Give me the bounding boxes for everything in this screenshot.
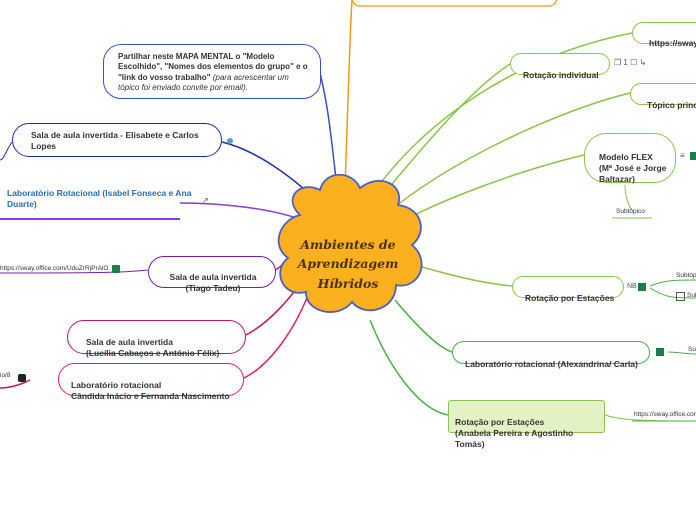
connector-rot-est2	[369, 319, 449, 416]
branch-sala3-text: Sala de aula invertida (Lucília Cabaços …	[86, 337, 220, 359]
branch-lab1[interactable]: Laboratório Rotacional (Isabel Fonseca e…	[7, 188, 197, 218]
branch-topico-text: Tópico princip	[647, 100, 696, 111]
stub-lab3	[667, 351, 696, 355]
connector-rot-est	[414, 264, 513, 287]
bullet-icon	[227, 138, 233, 144]
branch-flex-text: Modelo FLEX (Mª José e Jorge Baltazar)	[599, 152, 667, 185]
branch-lab3[interactable]: Laboratório rotacional (Alexandrina/ Car…	[452, 341, 650, 369]
center-cloud	[277, 173, 423, 313]
stub-lab2	[0, 379, 31, 389]
onenote-icon	[638, 283, 646, 291]
rot-est2-link[interactable]: https://sway.office.com	[634, 411, 696, 418]
connector-lab3	[394, 299, 453, 353]
connector-topico	[384, 92, 631, 216]
checkbox-icon[interactable]	[676, 292, 685, 301]
stub-flex	[624, 184, 633, 211]
connector-lab2	[243, 289, 311, 379]
branch-sway-top[interactable]: https://sway	[632, 22, 696, 48]
rot-est-child-1[interactable]: Subtóp	[676, 272, 696, 279]
sway-icon-2	[690, 152, 696, 160]
connector-top	[344, 0, 353, 191]
branch-sala2-link[interactable]: https://sway.office.com/UduZrRjPrAlOp4xU	[0, 265, 108, 272]
branch-lab2-link[interactable]: io/8	[0, 372, 11, 379]
comment-count-icons[interactable]: ❐ 1 ☐ ↳	[614, 58, 647, 67]
sway-icon	[112, 265, 120, 273]
branch-lab2-text: Laboratório rotacional Cândida Inácio e …	[71, 380, 230, 402]
branch-partilhar-text: Partilhar neste MAPA MENTAL o "Modelo Es…	[118, 52, 308, 82]
branch-lab3-text: Laboratório rotacional (Alexandrina/ Car…	[465, 359, 638, 370]
branch-sala2-text: Sala de aula invertida (Tiago Tadeu)	[169, 272, 257, 294]
branch-lab2[interactable]: Laboratório rotacional Cândida Inácio e …	[58, 363, 244, 401]
lab3-child[interactable]: Su	[688, 346, 696, 353]
branch-flex[interactable]: Modelo FLEX (Mª José e Jorge Baltazar)	[584, 133, 676, 185]
branch-topico[interactable]: Tópico princip	[630, 83, 696, 110]
app-icon	[18, 374, 26, 382]
branch-rot-ind-text: Rotação individual	[523, 70, 599, 81]
branch-rot-est[interactable]: Rotação por Estações	[512, 276, 624, 303]
branch-rot-est-text: Rotação por Estações	[525, 293, 615, 304]
stub-rot-est-2	[649, 287, 696, 299]
stub-rot-est-1	[649, 279, 696, 287]
connector-sway-top	[364, 32, 633, 206]
branch-sala1-text: Sala de aula invertida - Elisabete e Car…	[31, 130, 199, 152]
connector-lab1	[179, 202, 303, 221]
stub-sala2	[0, 269, 149, 274]
branch-sala1[interactable]: Sala de aula invertida - Elisabete e Car…	[12, 123, 222, 157]
branch-sala2[interactable]: Sala de aula invertida (Tiago Tadeu)	[148, 256, 276, 293]
branch-lab1-text: Laboratório Rotacional (Isabel Fonseca e…	[7, 188, 192, 210]
branch-partilhar-note: (para acrescentar um tópico foi enviado …	[118, 72, 289, 93]
notes-icon[interactable]: ≡	[680, 151, 685, 160]
nb-badge[interactable]: NB	[627, 283, 637, 290]
center-title[interactable]: Ambientes de Aprendizagem Híbridos	[297, 237, 399, 291]
branch-rot-est2-text: Rotação por Estações (Anabela Pereira e …	[455, 417, 574, 450]
flex-subtopic[interactable]: Subtópico	[616, 208, 645, 215]
lab1-underline	[0, 218, 180, 220]
branch-rot-ind[interactable]: Rotação individual	[510, 53, 610, 80]
rot-est-child-2[interactable]: Sub	[687, 292, 696, 299]
sway-icon-3	[656, 348, 664, 356]
branch-sway-top-text: https://sway	[649, 38, 696, 49]
connector-flex	[394, 154, 585, 226]
branch-partilhar[interactable]: Partilhar neste MAPA MENTAL o "Modelo Es…	[103, 44, 321, 99]
branch-rot-est2[interactable]: Rotação por Estações (Anabela Pereira e …	[448, 400, 605, 449]
external-link-icon[interactable]: ↗	[202, 196, 209, 205]
stub-sala1	[0, 141, 13, 161]
branch-sala3[interactable]: Sala de aula invertida (Lucília Cabaços …	[67, 320, 246, 358]
top-node-edge	[351, 0, 558, 7]
